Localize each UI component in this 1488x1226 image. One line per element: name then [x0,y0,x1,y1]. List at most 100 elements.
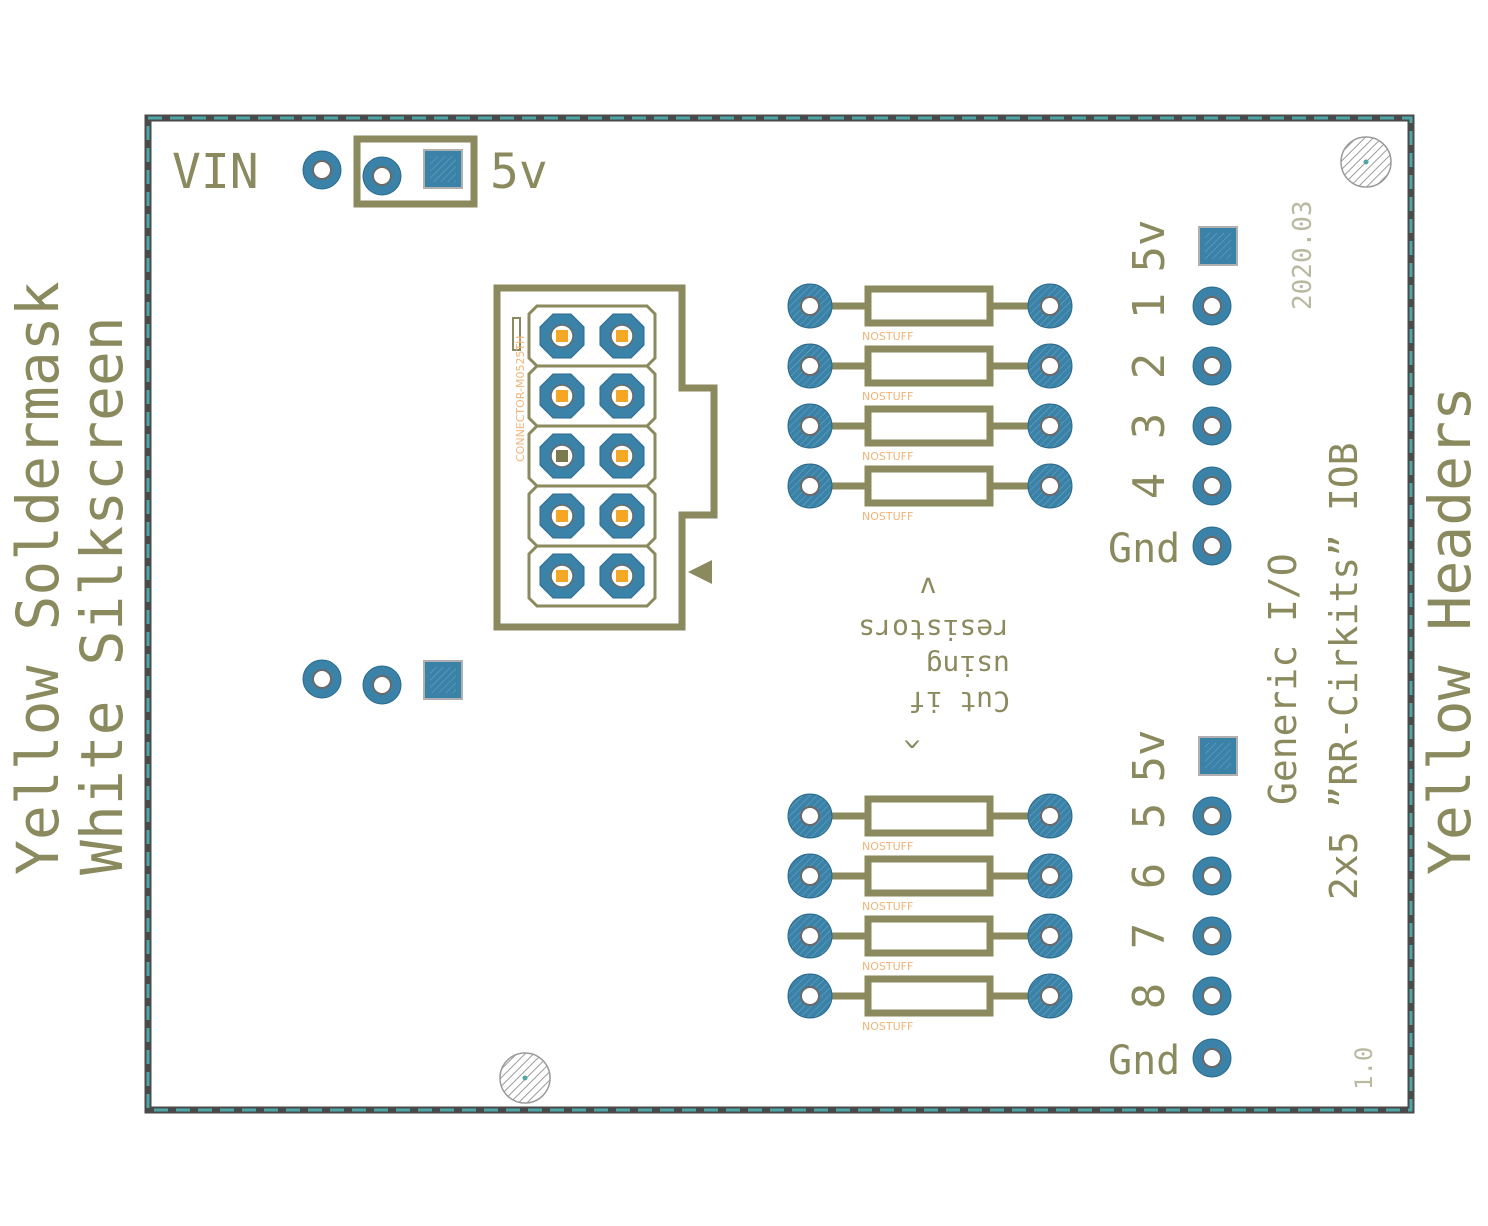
jumper-outline [353,135,478,208]
board-outline [144,114,1415,1114]
header-pad-3 [423,660,463,700]
vin-label: VIN [172,144,259,200]
header-pin [1192,466,1232,506]
resistor: NOSTUFF [787,913,1073,973]
connector-polarity-mark [512,317,521,351]
header-label: 5 [1124,803,1175,830]
resistor-value-label: NOSTUFF [862,510,913,523]
date-label: 2020.03 [1288,200,1318,310]
left-label-line1: Yellow Soldermask [4,281,72,875]
header-pad-2 [362,665,402,705]
connector-pin [539,373,585,419]
header-label: 5v [1124,730,1175,783]
header-label-gnd: Gnd [1108,1038,1180,1084]
connector-pins [527,304,657,608]
connector-pin [539,433,585,479]
header-pin [1198,736,1238,776]
connector-pin [599,553,645,599]
arrow-up-icon: v [920,571,937,604]
header-pin [1192,976,1232,1016]
header-pin [1192,526,1232,566]
resistor-value-label: NOSTUFF [862,960,913,973]
io-header-pins [1192,226,1238,1078]
resistor-pad [1027,913,1073,959]
header-pin [1192,1038,1232,1078]
resistor-pad [1027,853,1073,899]
header-label: 4 [1124,473,1175,500]
resistor-pad [787,913,833,959]
jumper-pad-vin [302,150,342,190]
header-pin [1192,406,1232,446]
header-label: 6 [1124,863,1175,890]
mounting-hole-bottom-left [499,1052,551,1104]
header-label: 8 [1124,983,1175,1010]
header-label: 3 [1124,413,1175,440]
5v-top-label: 5v [490,144,548,200]
header-pin [1192,856,1232,896]
resistor-pad [787,283,833,329]
left-label-line2: White Silkscreen [68,316,136,875]
connector-pin [599,493,645,539]
connector-pin [539,553,585,599]
header-pin [1192,796,1232,836]
resistor-value-label: NOSTUFF [862,390,913,403]
resistor-value-label: NOSTUFF [862,840,913,853]
resistor-pad [1027,973,1073,1019]
board-title-line1: Generic I/O [1261,553,1305,805]
resistor: NOSTUFF [787,853,1073,913]
connector-pin [599,433,645,479]
resistor-pad [1027,463,1073,509]
resistor-pad [1027,343,1073,389]
header-pin [1192,916,1232,956]
resistor-pad [787,973,833,1019]
header-pin [1192,286,1232,326]
cut-note: Cut if using resistors [858,613,1010,718]
resistor-value-label: NOSTUFF [862,330,913,343]
resistor-value-label: NOSTUFF [862,1020,913,1033]
resistor: NOSTUFF [787,973,1073,1033]
header-label-gnd: Gnd [1108,526,1180,572]
resistor-value-label: NOSTUFF [862,450,913,463]
version-label: 1.0 [1350,1047,1378,1090]
jumper-pad-center [362,156,402,196]
resistor: NOSTUFF [787,283,1073,343]
resistor: NOSTUFF [787,463,1073,523]
resistor-pad [787,793,833,839]
header-label: 5v [1124,220,1175,273]
resistor-pad [1027,403,1073,449]
resistor-pad [1027,283,1073,329]
header-pin [1198,226,1238,266]
connector-pin [539,313,585,359]
header-label: 1 [1124,293,1175,320]
connector-shroud [493,284,718,631]
header-pad-1 [302,659,342,699]
header-label: 7 [1124,923,1175,950]
resistor: NOSTUFF [787,793,1073,853]
header-label: 2 [1124,353,1175,380]
resistor-pad [787,853,833,899]
resistor-pad [787,463,833,509]
connector-pin-row-outline [527,544,657,608]
board-title-line2: 2x5 ”RR-Cirkits” IOB [1322,442,1366,900]
connector-pin [599,373,645,419]
connector-pin [599,313,645,359]
pin1-marker-icon [688,560,712,584]
connector-ref-label: CONNECTOR-M0525TH [514,336,527,462]
resistor-pad [787,403,833,449]
arrow-down-icon: ^ [904,721,921,754]
header-pin [1192,346,1232,386]
connector-pin [539,493,585,539]
right-label: Yellow Headers [1416,386,1484,875]
resistor: NOSTUFF [787,343,1073,403]
mounting-hole-top-right [1340,136,1392,188]
resistor-value-label: NOSTUFF [862,900,913,913]
resistor: NOSTUFF [787,403,1073,463]
resistor-pad [1027,793,1073,839]
cut-note-line1: Cut if [909,685,1010,718]
resistor-pad [787,343,833,389]
resistor-array: NOSTUFF NOSTUFF NOSTUFF NOSTUFF NOSTUFF NOSTU… [787,283,1073,1033]
jumper-pad-5v [423,149,463,189]
cut-note-line2: using [926,649,1010,682]
